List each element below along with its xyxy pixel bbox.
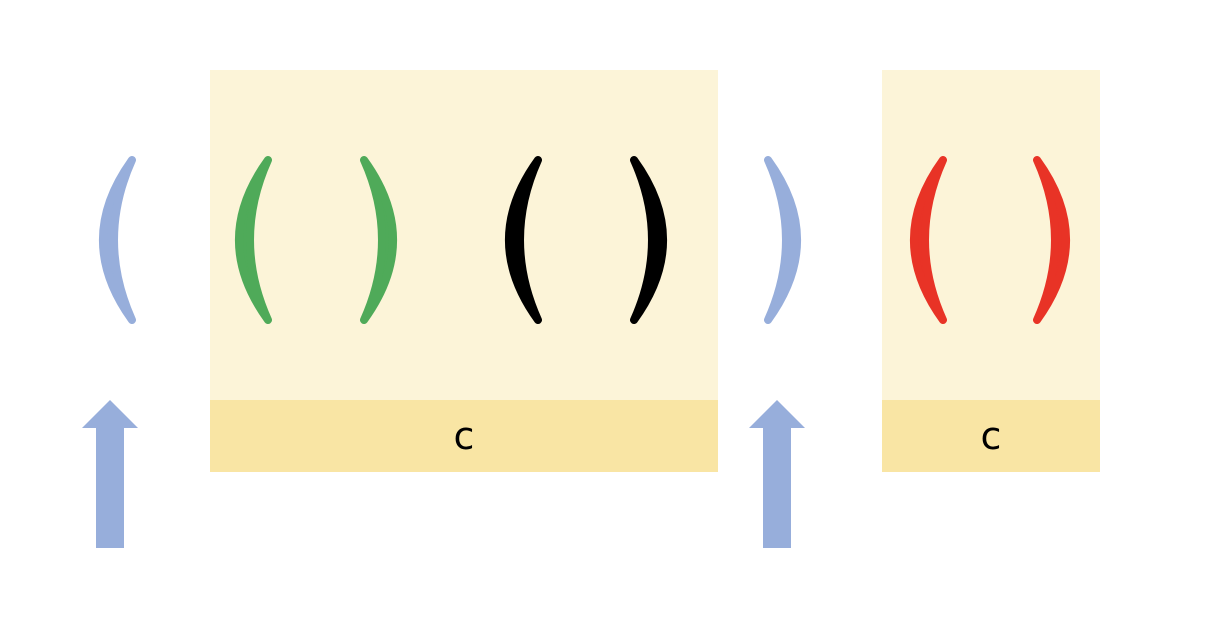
up-arrow-icon <box>749 400 805 548</box>
green-open-paren <box>235 156 272 324</box>
red-open-paren <box>910 156 947 324</box>
green-close-paren <box>360 156 397 324</box>
outer-close-paren <box>764 156 801 324</box>
outer-open-paren <box>99 156 136 324</box>
red-close-paren <box>1033 156 1070 324</box>
up-arrow-icon <box>82 400 138 548</box>
paren-group-1: c <box>210 70 718 472</box>
black-open-paren <box>505 156 542 324</box>
black-close-paren <box>630 156 667 324</box>
group-label-2: c <box>882 400 1100 472</box>
group-label-1: c <box>210 400 718 472</box>
